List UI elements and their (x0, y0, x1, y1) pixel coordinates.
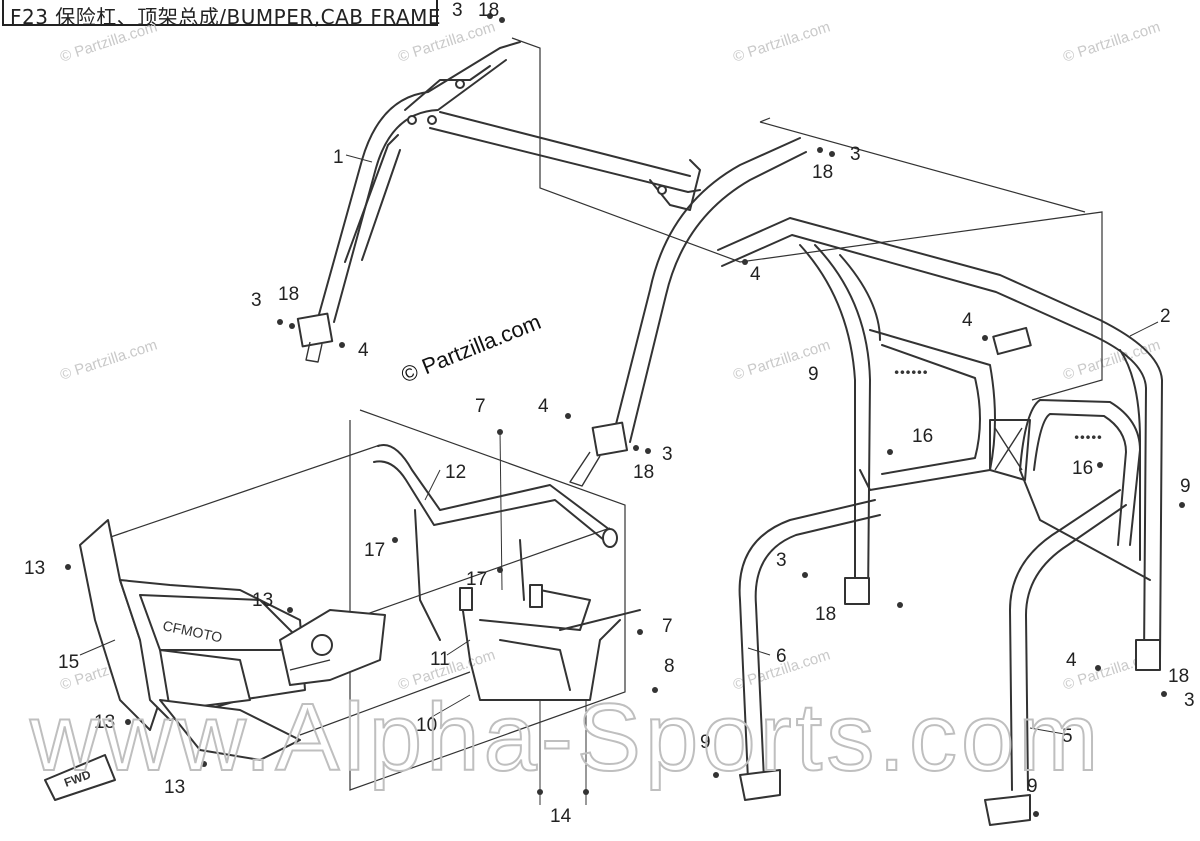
callout-18: 18 (633, 462, 654, 483)
callout-3: 3 (662, 444, 673, 465)
callout-9: 9 (700, 732, 711, 753)
callout-18: 18 (278, 284, 299, 305)
callout-4: 4 (538, 396, 549, 417)
watermark-partzilla: © Partzilla.com (398, 309, 545, 388)
callout-13: 13 (252, 590, 273, 611)
diagram-title: F23 保险杠、顶架总成/BUMPER,CAB FRAME (10, 5, 442, 29)
side-bars (738, 489, 1127, 826)
callout-9: 9 (808, 364, 819, 385)
fasteners (65, 13, 1185, 817)
diagram-title-box: F23 保险杠、顶架总成/BUMPER,CAB FRAME (2, 0, 441, 29)
callout-1: 1 (333, 147, 344, 168)
callout-4: 4 (358, 340, 369, 361)
callout-4: 4 (962, 310, 973, 331)
watermark-faint: © Partzilla.com (1061, 18, 1162, 65)
bumper-mount-bar (373, 444, 618, 641)
callout-8: 8 (664, 656, 675, 677)
front-bumper: CFMOTO FWD (44, 519, 386, 801)
callout-9: 9 (1180, 476, 1191, 497)
callout-12: 12 (445, 462, 466, 483)
watermark-faint: © Partzilla.com (731, 18, 832, 65)
callout-6: 6 (776, 646, 787, 667)
callout-labels: 1 2 3 3 3 3 3 3 4 4 4 4 4 5 6 7 7 8 9 9 … (24, 0, 1195, 827)
callout-15: 15 (58, 652, 79, 673)
front-cab-frame: ◦ ◦ ◦ ◦ ◦ ◦ ◦ ◦ ◦ ◦ ◦ (717, 217, 1163, 671)
callout-13: 13 (164, 777, 185, 798)
callout-13: 13 (24, 558, 45, 579)
callout-14: 14 (550, 806, 572, 827)
callout-13: 13 (94, 712, 115, 733)
callout-3: 3 (776, 550, 787, 571)
callout-11: 11 (430, 649, 450, 670)
watermark-faint: © Partzilla.com (58, 336, 159, 383)
callout-4: 4 (1066, 650, 1077, 671)
callout-18: 18 (478, 0, 499, 21)
watermark-alpha-sports: www.Alpha-Sports.com (29, 684, 1102, 791)
watermark-faint: © Partzilla.com (1061, 336, 1162, 383)
svg-text:◦ ◦ ◦ ◦ ◦ ◦: ◦ ◦ ◦ ◦ ◦ ◦ (895, 367, 927, 377)
callout-16: 16 (1072, 458, 1093, 479)
callout-3: 3 (1184, 690, 1195, 711)
callout-4: 4 (750, 264, 761, 285)
watermark-faint: © Partzilla.com (58, 18, 159, 65)
callout-2: 2 (1160, 306, 1171, 327)
callout-3: 3 (850, 144, 861, 165)
callout-5: 5 (1062, 726, 1073, 747)
callout-18: 18 (815, 604, 836, 625)
callout-17: 17 (466, 569, 487, 590)
callout-7: 7 (475, 396, 486, 417)
leader-lines (79, 154, 1159, 805)
svg-text:◦ ◦ ◦ ◦ ◦: ◦ ◦ ◦ ◦ ◦ (1075, 432, 1101, 442)
callout-7: 7 (662, 616, 673, 637)
rear-cab-frame (296, 41, 807, 487)
bumper-bracket (459, 584, 641, 701)
callout-10: 10 (416, 715, 437, 736)
callout-3: 3 (452, 0, 463, 21)
callout-17: 17 (364, 540, 385, 561)
callout-18: 18 (1168, 666, 1189, 687)
callout-3: 3 (251, 290, 262, 311)
callout-18: 18 (812, 162, 833, 183)
callout-16: 16 (912, 426, 933, 447)
callout-9: 9 (1027, 776, 1038, 797)
